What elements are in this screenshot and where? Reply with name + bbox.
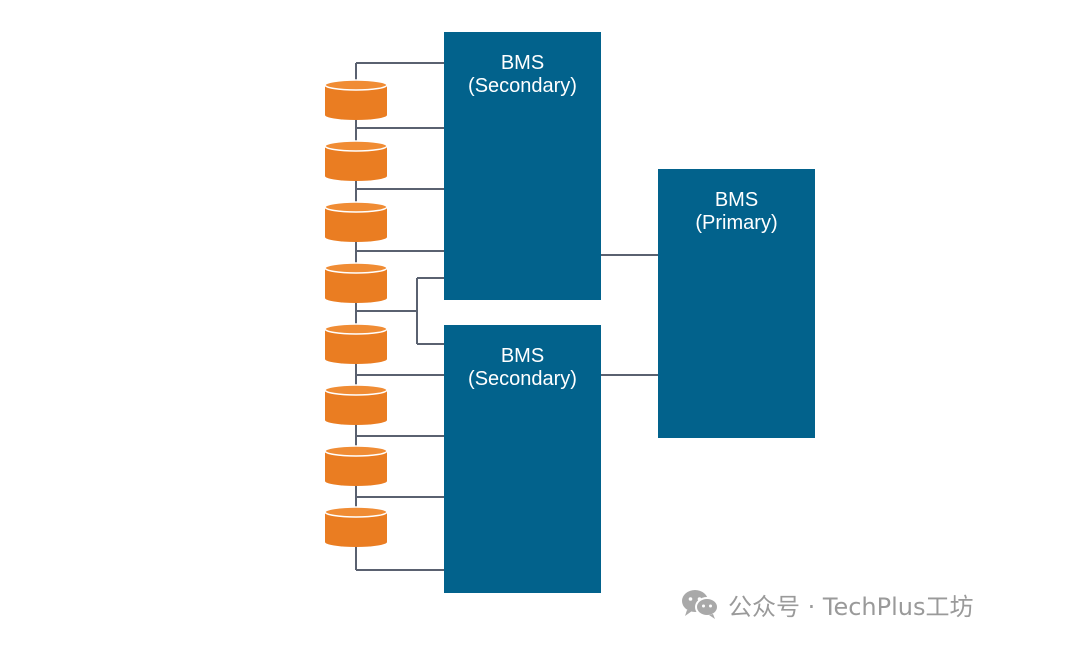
- battery-cell-top: [324, 79, 388, 91]
- bms-secondary-bottom-box: [444, 325, 601, 593]
- battery-cell: [324, 445, 388, 486]
- battery-cell-top: [324, 323, 388, 335]
- battery-cell-top: [324, 384, 388, 396]
- battery-cell-body: [325, 390, 387, 425]
- bms-secondary-bottom-subtitle: (Secondary): [468, 368, 577, 390]
- battery-cells: [324, 79, 388, 547]
- bms-primary-subtitle: (Primary): [695, 212, 777, 234]
- battery-cell-top: [324, 262, 388, 274]
- battery-cell-top: [324, 201, 388, 213]
- bms-secondary-bottom: BMS (Secondary): [444, 325, 601, 593]
- battery-cell-body: [325, 268, 387, 303]
- battery-cell-body: [325, 207, 387, 242]
- bms-secondary-bottom-title: BMS: [501, 345, 544, 367]
- battery-cell-body: [325, 146, 387, 181]
- battery-cell-top: [324, 140, 388, 152]
- battery-cell-body: [325, 329, 387, 364]
- battery-cell: [324, 506, 388, 547]
- bms-secondary-top-title: BMS: [501, 52, 544, 74]
- bms-secondary-top-subtitle: (Secondary): [468, 75, 577, 97]
- battery-cell: [324, 79, 388, 120]
- battery-cell-body: [325, 512, 387, 547]
- bms-primary-box: [658, 169, 815, 438]
- battery-cell-body: [325, 451, 387, 486]
- bms-secondary-top: BMS (Secondary): [444, 32, 601, 300]
- battery-cell-top: [324, 445, 388, 457]
- battery-cell: [324, 201, 388, 242]
- watermark-text: 公众号 · TechPlus工坊: [728, 592, 974, 621]
- bms-primary: BMS (Primary): [658, 169, 815, 438]
- battery-cell: [324, 140, 388, 181]
- bms-secondary-top-box: [444, 32, 601, 300]
- battery-cell-top: [324, 506, 388, 518]
- battery-cell-body: [325, 85, 387, 120]
- bms-primary-title: BMS: [715, 189, 758, 211]
- wechat-icon: [682, 590, 719, 619]
- watermark: 公众号 · TechPlus工坊: [680, 586, 974, 622]
- battery-cell: [324, 323, 388, 364]
- battery-cell: [324, 384, 388, 425]
- battery-cell: [324, 262, 388, 303]
